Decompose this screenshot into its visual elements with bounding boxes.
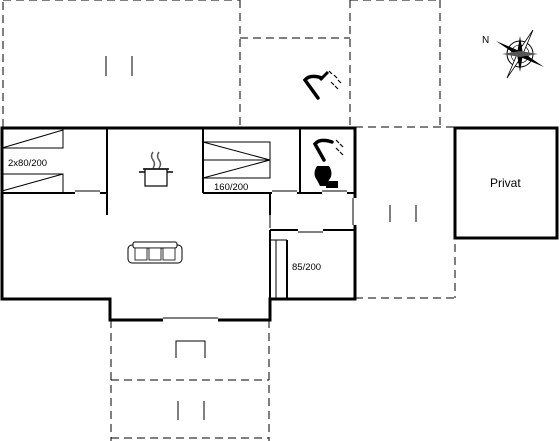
house-outline	[0, 126, 357, 322]
annex-label: Privat	[490, 176, 521, 190]
shower-icon	[312, 138, 344, 162]
outdoor-terrace-right	[354, 126, 456, 299]
compass-north-label: N	[482, 35, 489, 46]
annex-outline	[453, 126, 559, 240]
bedroom-center-label: 160/200	[214, 182, 248, 193]
toilet-icon	[314, 166, 338, 188]
compass-rose-icon	[496, 29, 544, 79]
bed-icon	[202, 141, 271, 179]
bedroom-left-label: 2x80/200	[8, 158, 47, 169]
door-openings	[75, 190, 358, 323]
bed-icon	[1, 128, 64, 193]
bedroom-right-label: 85/200	[292, 262, 321, 273]
outdoor-terrace-bottom	[110, 320, 270, 441]
outdoor-terrace-top-left	[2, 0, 241, 127]
interior-walls	[2, 128, 355, 299]
cooking-pot-icon	[139, 151, 173, 187]
outdoor-shower-icon	[302, 70, 342, 100]
outdoor-terrace-top-middle	[240, 0, 441, 127]
sofa-icon	[127, 241, 183, 264]
